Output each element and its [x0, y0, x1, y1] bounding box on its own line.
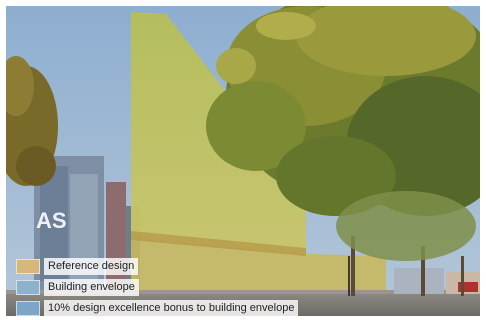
legend-swatch-building-envelope: [16, 280, 40, 295]
legend-item-design-excellence-bonus: 10% design excellence bonus to building …: [16, 300, 299, 317]
right-tree-canopy: [206, 6, 480, 261]
legend-item-reference-design: Reference design: [16, 258, 139, 275]
tree-trunks: [351, 236, 464, 296]
legend-label: Reference design: [44, 258, 139, 275]
envelope-podium: [131, 238, 386, 302]
lamp-post: [348, 256, 350, 296]
left-tree: [6, 56, 58, 186]
legend-label: 10% design excellence bonus to building …: [44, 300, 299, 317]
kerb: [6, 290, 480, 294]
building-sign: AS: [36, 208, 67, 233]
legend-swatch-reference-design: [16, 259, 40, 274]
legend-item-building-envelope: Building envelope: [16, 279, 139, 296]
envelope-step: [131, 231, 306, 256]
legend-swatch-design-excellence-bonus: [16, 301, 40, 316]
legend-label: Building envelope: [44, 279, 139, 296]
